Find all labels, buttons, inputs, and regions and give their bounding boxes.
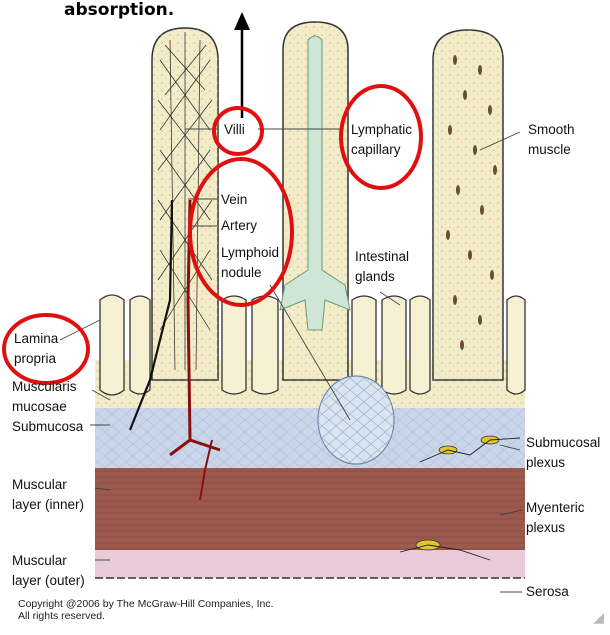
- up-arrow-icon: [234, 12, 250, 118]
- copyright-line-1: Copyright @2006 by The McGraw-Hill Compa…: [18, 598, 274, 610]
- label-muscular-outer-1: Muscular: [12, 552, 67, 570]
- label-capillary: capillary: [351, 141, 401, 159]
- label-muscular-inner-1: Muscular: [12, 476, 67, 494]
- speaker-icon: ◢: [593, 609, 604, 626]
- label-artery: Artery: [221, 217, 257, 235]
- label-muscular-inner-2: layer (inner): [12, 496, 84, 514]
- copyright-text: Copyright @2006 by The McGraw-Hill Compa…: [18, 598, 274, 622]
- label-villi: Villi: [224, 121, 245, 139]
- villus-middle: [280, 22, 350, 380]
- label-mucosae: mucosae: [12, 398, 67, 416]
- label-myenteric-plexus: plexus: [526, 519, 565, 537]
- label-nodule: nodule: [221, 264, 262, 282]
- label-muscular-outer-2: layer (outer): [12, 572, 85, 590]
- label-glands: glands: [355, 268, 395, 286]
- villus-right: [433, 30, 503, 380]
- label-lymphoid: Lymphoid: [221, 244, 279, 262]
- label-submucosa: Submucosa: [12, 418, 83, 436]
- label-vein: Vein: [221, 191, 247, 209]
- villus-left: [152, 28, 218, 380]
- label-submucosal-plexus: plexus: [526, 454, 565, 472]
- label-propria: propria: [14, 350, 56, 368]
- lamina-propria-highlight-circle: [4, 315, 88, 383]
- label-lamina: Lamina: [14, 330, 58, 348]
- label-muscle: muscle: [528, 141, 571, 159]
- label-lymphatic: Lymphatic: [351, 121, 412, 139]
- label-submucosal: Submucosal: [526, 434, 600, 452]
- header-text: absorption.: [64, 0, 174, 20]
- copyright-line-2: All rights reserved.: [18, 610, 274, 622]
- label-intestinal: Intestinal: [355, 248, 409, 266]
- muscular-outer-layer: [95, 550, 525, 578]
- label-myenteric: Myenteric: [526, 499, 585, 517]
- label-muscularis: Muscularis: [12, 378, 77, 396]
- label-smooth: Smooth: [528, 121, 575, 139]
- label-serosa: Serosa: [526, 583, 569, 601]
